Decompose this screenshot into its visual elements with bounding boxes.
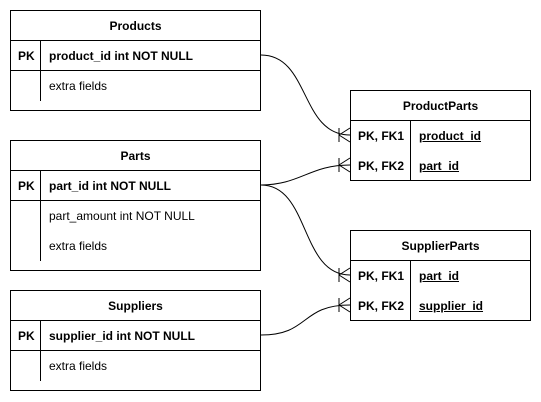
key-label: PK, FK1 xyxy=(358,129,405,143)
table-row[interactable]: extra fields xyxy=(11,231,260,261)
field-label: supplier_id int NOT NULL xyxy=(49,329,195,343)
crows-foot-supplierparts-part xyxy=(338,267,351,283)
table-title: Products xyxy=(11,11,260,41)
field-label: extra fields xyxy=(49,359,108,373)
crows-foot-supplierparts-supplier xyxy=(338,297,351,313)
key-label: PK, FK2 xyxy=(358,299,405,313)
crows-foot-productparts-part xyxy=(338,157,351,173)
suppliers-table[interactable]: Suppliers PK supplier_id int NOT NULL ex… xyxy=(10,290,261,391)
table-title: SupplierParts xyxy=(351,231,530,261)
divider xyxy=(11,200,260,201)
table-row[interactable]: PK, FK2 supplier_id xyxy=(351,291,530,321)
table-title: Parts xyxy=(11,141,260,171)
table-row[interactable]: extra fields xyxy=(11,351,260,381)
crows-foot-productparts-product xyxy=(338,127,351,143)
field-label: part_id xyxy=(419,269,460,283)
table-row[interactable]: PK supplier_id int NOT NULL xyxy=(11,321,260,351)
connector-products-productparts xyxy=(260,54,351,136)
field-label: part_id int NOT NULL xyxy=(49,179,171,193)
table-title: Suppliers xyxy=(11,291,260,321)
connector-suppliers-supplierparts xyxy=(260,304,351,336)
field-label: extra fields xyxy=(49,79,108,93)
table-row[interactable]: extra fields xyxy=(11,71,260,101)
field-label: supplier_id xyxy=(419,299,484,313)
divider xyxy=(40,41,41,101)
key-label xyxy=(11,351,41,381)
key-label xyxy=(11,71,41,101)
table-row[interactable]: PK, FK2 part_id xyxy=(351,151,530,181)
key-label: PK, FK2 xyxy=(358,159,405,173)
field-label: extra fields xyxy=(49,239,108,253)
divider xyxy=(410,261,411,321)
divider xyxy=(11,70,260,71)
products-table[interactable]: Products PK product_id int NOT NULL extr… xyxy=(10,10,261,111)
key-label: PK xyxy=(18,329,35,343)
field-label: product_id xyxy=(419,129,481,143)
parts-table[interactable]: Parts PK part_id int NOT NULL part_amoun… xyxy=(10,140,261,271)
table-row[interactable]: PK, FK1 part_id xyxy=(351,261,530,291)
supplierparts-table[interactable]: SupplierParts PK, FK1 part_id PK, FK2 su… xyxy=(350,230,531,321)
field-label: part_amount int NOT NULL xyxy=(49,209,195,223)
divider xyxy=(11,350,260,351)
table-row[interactable]: part_amount int NOT NULL xyxy=(11,201,260,231)
divider xyxy=(40,321,41,381)
field-label: part_id xyxy=(419,159,460,173)
table-title: ProductParts xyxy=(351,91,530,121)
table-row[interactable]: PK part_id int NOT NULL xyxy=(11,171,260,201)
connector-parts-supplierparts xyxy=(260,184,351,276)
connector-parts-productparts xyxy=(260,164,351,186)
key-label: PK xyxy=(18,49,35,63)
key-label: PK, FK1 xyxy=(358,269,405,283)
table-row[interactable]: PK product_id int NOT NULL xyxy=(11,41,260,71)
key-label xyxy=(11,201,41,231)
key-label: PK xyxy=(18,179,35,193)
key-label xyxy=(11,231,41,261)
divider xyxy=(410,121,411,181)
field-label: product_id int NOT NULL xyxy=(49,49,193,63)
productparts-table[interactable]: ProductParts PK, FK1 product_id PK, FK2 … xyxy=(350,90,531,181)
divider xyxy=(40,171,41,261)
table-row[interactable]: PK, FK1 product_id xyxy=(351,121,530,151)
